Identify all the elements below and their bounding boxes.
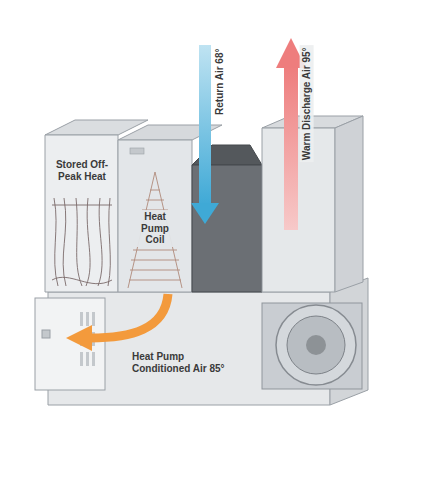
part-label: Stored Off-Peak Heat bbox=[52, 158, 112, 183]
part-label: Heat Pump Coil bbox=[132, 210, 178, 247]
airflow-label: Return Air 68° bbox=[213, 47, 227, 117]
airflow-label: Heat Pump Conditioned Air 85° bbox=[130, 350, 242, 375]
airflow-label: Warm Discharge Air 95° bbox=[300, 45, 314, 162]
